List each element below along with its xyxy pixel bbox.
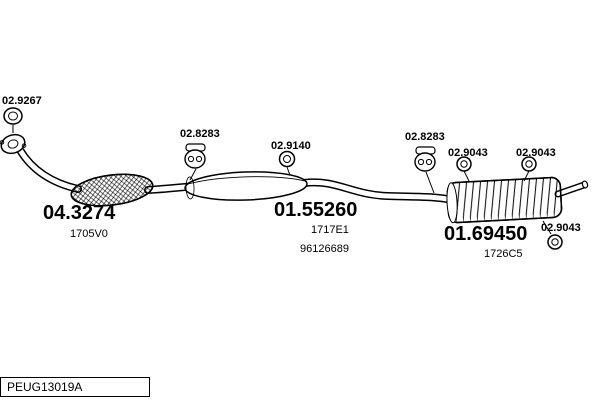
part-code-catalyst: 1705V0 (70, 228, 108, 240)
part-code-rear-silencer: 1726C5 (484, 248, 523, 260)
callout-rear-ring-c: 02.9043 (541, 222, 581, 234)
catalytic-converter-drawing (70, 173, 154, 207)
callout-front-gasket: 02.9267 (2, 95, 42, 107)
mid-hanger-icon (184, 143, 206, 169)
part-code-b-mid-silencer: 96126689 (300, 243, 349, 255)
front-flange (0, 133, 27, 155)
diagram-reference-box: PEUG13019A (0, 377, 150, 397)
part-code-a-mid-silencer: 1717E1 (311, 224, 349, 236)
callout-rear-ring-a: 02.9043 (448, 147, 488, 159)
rear-ring-a-icon (456, 156, 472, 172)
rear-connecting-pipe (300, 178, 456, 204)
front-pipe (16, 146, 82, 193)
rear-ring-b-icon (521, 156, 537, 172)
rear-hanger-icon (414, 146, 436, 172)
callout-mid-ring: 02.9140 (271, 140, 311, 152)
leader-lines (12, 125, 552, 235)
mid-ring-icon (278, 150, 296, 168)
part-number-mid-silencer: 01.55260 (274, 199, 358, 221)
front-gasket-ring (3, 107, 23, 125)
rear-ring-c-icon (547, 234, 563, 250)
part-number-rear-silencer: 01.69450 (444, 223, 528, 245)
callout-mid-hanger: 02.8283 (180, 128, 220, 140)
diagram-reference-code: PEUG13019A (7, 380, 83, 394)
rear-silencer-drawing (446, 176, 563, 224)
callout-rear-hanger: 02.8283 (405, 131, 445, 143)
middle-silencer-drawing (184, 171, 308, 201)
part-number-catalyst: 04.3274 (43, 202, 116, 224)
callout-rear-ring-b: 02.9043 (516, 147, 556, 159)
tailpipe (554, 180, 589, 198)
